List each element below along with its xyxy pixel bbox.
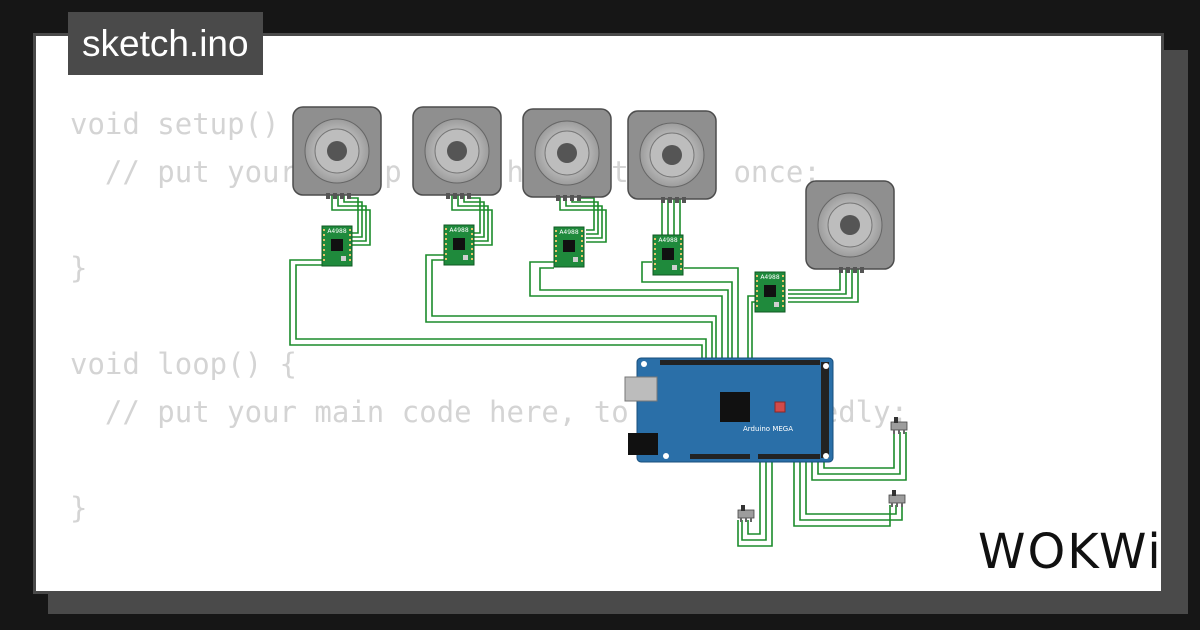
slide-switch-icon[interactable] — [737, 504, 755, 523]
a4988-driver-icon[interactable]: A4988 — [754, 271, 786, 313]
a4988-driver-icon[interactable]: A4988 — [443, 224, 475, 266]
brand-name: WOKWi — [978, 524, 1163, 580]
driver-label: A4988 — [658, 237, 678, 244]
wires — [289, 195, 907, 547]
arduino-mega-icon[interactable]: Arduino MEGA — [624, 357, 834, 463]
stepper-motor-icon[interactable] — [522, 108, 612, 202]
code-line: } — [70, 251, 88, 285]
stepper-motor-icon[interactable] — [412, 106, 502, 200]
driver-label: A4988 — [559, 229, 579, 236]
board-label: Arduino MEGA — [743, 425, 793, 433]
stepper-motor-icon[interactable] — [805, 180, 895, 274]
stepper-motor-icon[interactable] — [292, 106, 382, 200]
driver-label: A4988 — [449, 227, 469, 234]
slide-switch-icon[interactable] — [888, 489, 906, 508]
driver-label: A4988 — [760, 274, 780, 281]
file-tab[interactable]: sketch.ino — [68, 12, 263, 75]
a4988-driver-icon[interactable]: A4988 — [321, 225, 353, 267]
a4988-driver-icon[interactable]: A4988 — [553, 226, 585, 268]
stepper-motor-icon[interactable] — [627, 110, 717, 204]
slide-switch-icon[interactable] — [890, 416, 908, 435]
file-tab-label: sketch.ino — [82, 23, 249, 64]
code-line: void loop() { — [70, 347, 297, 381]
code-line: } — [70, 491, 88, 525]
driver-label: A4988 — [327, 228, 347, 235]
a4988-driver-icon[interactable]: A4988 — [652, 234, 684, 276]
wokwi-logo: WOKWi — [978, 522, 1163, 582]
